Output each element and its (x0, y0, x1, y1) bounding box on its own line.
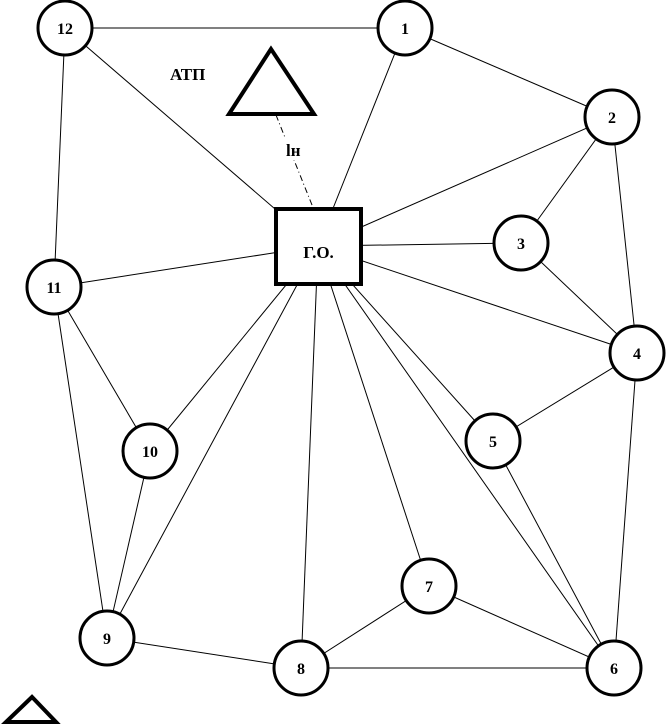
small-triangle (1, 694, 61, 724)
node-circle (585, 639, 643, 697)
node-10: 10 (121, 422, 179, 480)
atp-label: АТП (170, 65, 205, 84)
node-circle (25, 258, 83, 316)
edges (53, 27, 638, 669)
node-circle (492, 214, 550, 272)
node-circle (78, 609, 136, 667)
node-2: 2 (583, 88, 641, 146)
atp-link-dashed (275, 114, 317, 216)
node-label: 7 (425, 579, 433, 596)
node-label: 9 (103, 631, 111, 648)
node-circle (272, 639, 330, 697)
center-node: Г.О. (274, 207, 363, 286)
edge-4-GO (317, 245, 638, 354)
node-8: 8 (272, 639, 330, 697)
node-11: 11 (25, 258, 83, 316)
edge-2-GO (317, 116, 613, 247)
node-label: 6 (610, 661, 618, 678)
node-circle (376, 0, 434, 57)
node-circle (464, 412, 522, 470)
node-6: 6 (585, 639, 643, 697)
node-label: 3 (517, 236, 525, 253)
node-circle (121, 422, 179, 480)
node-3: 3 (492, 214, 550, 272)
atp-triangle (225, 45, 318, 116)
edge-2-4 (611, 116, 638, 354)
node-label: 1 (401, 21, 409, 38)
node-12: 12 (36, 0, 94, 57)
edge-GO-7 (317, 245, 430, 587)
edge-9-10 (106, 450, 151, 639)
edge-GO-9 (106, 245, 319, 639)
node-label: 4 (633, 346, 641, 363)
node-label: 8 (297, 661, 305, 678)
node-7: 7 (400, 557, 458, 615)
node-label: 5 (489, 434, 497, 451)
node-9: 9 (78, 609, 136, 667)
center-label: Г.О. (303, 243, 334, 262)
node-1: 1 (376, 0, 434, 57)
edge-1-2 (404, 27, 613, 118)
edge-9-11 (53, 286, 108, 639)
link-label: lн (286, 141, 301, 160)
node-4: 4 (608, 324, 666, 382)
node-circle (583, 88, 641, 146)
node-circle (608, 324, 666, 382)
edge-4-6 (613, 352, 638, 669)
edge-12-11 (53, 27, 66, 288)
edge-8-9 (106, 637, 302, 669)
edge-7-6 (428, 585, 615, 669)
edge-GO-8 (300, 245, 319, 669)
node-5: 5 (464, 412, 522, 470)
node-circle (400, 557, 458, 615)
edge-10-11 (53, 286, 151, 452)
edge-5-6 (492, 440, 615, 669)
node-label: 2 (608, 110, 616, 127)
node-label: 12 (57, 21, 73, 38)
node-label: 11 (46, 280, 61, 297)
node-circle (36, 0, 94, 57)
edge-GO-6 (317, 245, 615, 669)
node-label: 10 (142, 444, 158, 461)
